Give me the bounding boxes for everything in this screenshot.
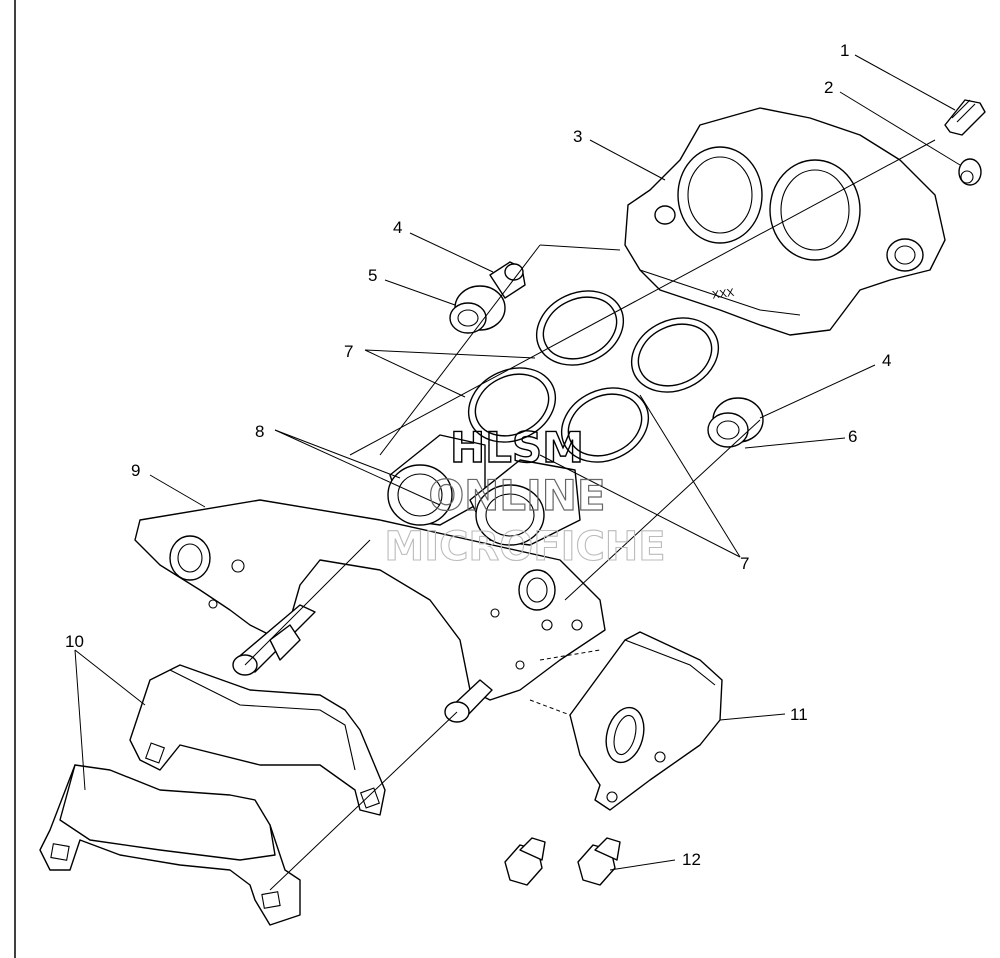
slide-pin-upper [489, 261, 526, 299]
callout-11: 11 [790, 705, 808, 724]
callout-10: 10 [65, 632, 84, 651]
callout-1: 1 [840, 41, 849, 60]
callout-4-upper: 4 [393, 218, 402, 237]
mounting-bolts [504, 837, 621, 886]
caliper-marking: XXX [711, 287, 735, 302]
pistons [387, 434, 581, 546]
callout-4-right: 4 [882, 351, 891, 370]
bleed-screw [944, 99, 986, 136]
pin-boot-left [449, 285, 506, 334]
brake-pad-front [39, 764, 301, 926]
callout-3: 3 [573, 127, 582, 146]
callout-8: 8 [255, 422, 264, 441]
watermark-line-2: ONLINE [428, 471, 605, 520]
callout-5: 5 [368, 266, 377, 285]
callout-7-lower: 7 [740, 554, 749, 573]
bleed-cap [958, 158, 982, 186]
watermark-line-1: HLSM [450, 423, 584, 472]
callout-7-upper: 7 [344, 342, 353, 361]
mounting-bracket [134, 499, 606, 701]
pad-retainer [569, 631, 723, 811]
watermark-line-3: MICROFICHE [384, 524, 665, 570]
seal-rings [467, 290, 720, 463]
callout-2: 2 [824, 78, 833, 97]
callout-6: 6 [848, 427, 857, 446]
caliper-body: XXX [624, 107, 946, 336]
callout-labels: 1 2 3 4 5 4 6 7 7 8 9 10 11 12 [65, 41, 891, 869]
pin-boot-right [707, 397, 764, 448]
callout-9: 9 [131, 461, 140, 480]
leader-lines [74, 54, 961, 891]
brake-pad-rear [129, 664, 386, 816]
callout-12: 12 [682, 850, 701, 869]
watermark: HLSM ONLINE MICROFICHE [384, 422, 666, 570]
